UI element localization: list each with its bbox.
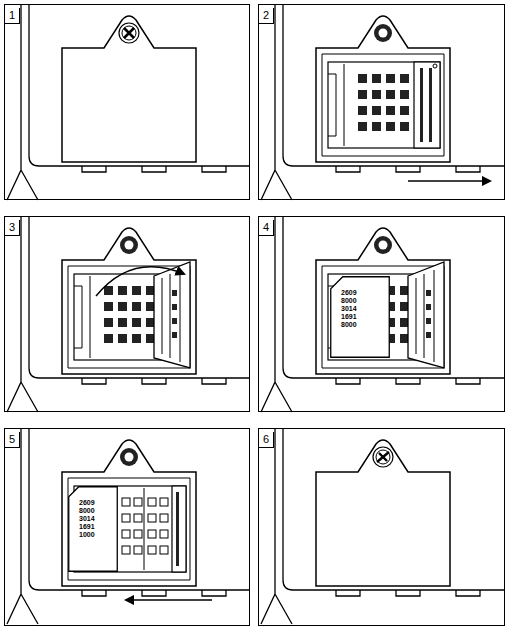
- card-shape: [69, 487, 118, 572]
- device-edge: [7, 216, 250, 412]
- contact-windows: [122, 498, 168, 554]
- step-number: 4: [259, 220, 274, 236]
- card-number: 2609 8000 3014 1691 8000: [341, 289, 365, 329]
- step-panel: 4 2609 8000 3014 1691 8000: [258, 216, 505, 412]
- screw-slot: [124, 28, 134, 38]
- device-edge: [261, 4, 504, 200]
- battery-cover: [316, 440, 450, 586]
- step-number: 6: [259, 432, 274, 448]
- sim-contacts: [358, 74, 409, 131]
- step-illustration: [261, 216, 504, 412]
- sim-card: 2609 8000 3014 1691 1000: [68, 486, 118, 572]
- sim-bay: [316, 16, 450, 162]
- device-edge: [261, 216, 504, 412]
- step-panel: 6: [258, 428, 505, 626]
- sim-holder: [328, 62, 440, 148]
- holder-lid-open: [154, 262, 190, 368]
- step-number: 5: [5, 432, 20, 448]
- sim-contacts: [104, 286, 155, 343]
- step-panel: 3: [4, 216, 250, 412]
- slide-arrow: [126, 599, 212, 601]
- open-arrow: [96, 267, 184, 296]
- step-illustration: [7, 428, 250, 624]
- step-panel: 5 2609 8000 3014 1691 1000: [4, 428, 250, 626]
- step-panel: 2: [258, 4, 505, 200]
- sim-bay: [316, 228, 450, 374]
- card-shape: [331, 277, 390, 358]
- holder-lid: [414, 62, 440, 148]
- card-number: 2609 8000 3014 1691 1000: [79, 499, 103, 539]
- screw-slot: [377, 452, 389, 462]
- holder-divider: [144, 488, 145, 570]
- card-outline: [330, 276, 390, 358]
- step-number: 1: [5, 8, 20, 24]
- holder-lid: [172, 486, 186, 572]
- holder-lid-open: [408, 262, 444, 368]
- sim-card: 2609 8000 3014 1691 8000: [330, 276, 390, 358]
- step-illustration: [7, 4, 250, 200]
- step-number: 3: [5, 220, 20, 236]
- step-panel: 1: [4, 4, 250, 200]
- device-edge: [261, 428, 504, 624]
- step-number: 2: [259, 8, 274, 24]
- step-illustration: [7, 216, 250, 412]
- step-illustration: [261, 428, 504, 624]
- device-edge: [7, 428, 250, 624]
- sim-bay: [62, 440, 196, 586]
- sim-bay: [62, 228, 196, 374]
- step-illustration: [261, 4, 504, 200]
- slide-arrow: [408, 180, 490, 182]
- battery-cover: [62, 16, 196, 162]
- hinge-strip: [176, 492, 179, 566]
- device-edge: [7, 4, 250, 200]
